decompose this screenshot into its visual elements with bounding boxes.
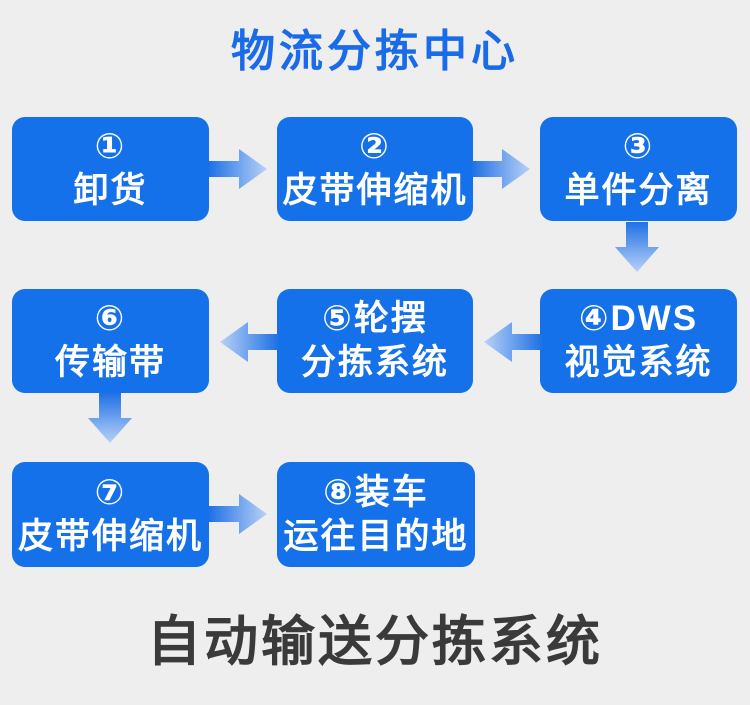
footer-title: 自动输送分拣系统 (147, 612, 603, 672)
flow-node-label: 运往目的地 (283, 516, 469, 556)
flow-node-label: 皮带伸缩机 (17, 516, 203, 556)
arrow-left-icon-step5-to-step6 (220, 322, 278, 362)
flow-node-conveyor-belt: ⑥ 传输带 (12, 289, 209, 393)
arrow-right-icon-step1-to-step2 (209, 149, 267, 189)
flow-node-wheel-sorter-system: ⑤轮摆 分拣系统 (277, 289, 473, 393)
flow-node-label: 传输带 (54, 343, 166, 382)
flow-node-step-number: ⑤轮摆 (322, 299, 428, 338)
arrow-right-icon-step7-to-step8 (209, 494, 267, 534)
flow-node-unloading: ① 卸货 (12, 117, 209, 221)
flow-node-step-number: ③ (622, 127, 655, 166)
flow-node-label: 卸货 (73, 171, 148, 210)
flow-node-singulation: ③ 单件分离 (540, 117, 737, 221)
page-title: 物流分拣中心 (231, 27, 519, 76)
flow-node-label: 皮带伸缩机 (282, 171, 468, 210)
flow-node-step-number: ① (94, 127, 127, 166)
arrow-down-icon-step6-to-step7 (88, 393, 132, 443)
flow-node-step-number: ⑧装车 (323, 472, 429, 512)
flow-node-step-number: ⑦ (94, 472, 127, 512)
flow-node-label: 分拣系统 (300, 343, 449, 382)
arrow-left-icon-step4-to-step5 (484, 322, 542, 362)
flow-node-loading-to-destination: ⑧装车 运往目的地 (277, 462, 475, 567)
flow-node-step-number: ② (359, 127, 391, 166)
flow-node-label: 单件分离 (564, 171, 713, 210)
flow-node-label: 视觉系统 (564, 343, 713, 382)
flow-node-telescopic-belt-conveyor-2: ⑦ 皮带伸缩机 (12, 462, 209, 567)
flow-node-telescopic-belt-conveyor: ② 皮带伸缩机 (277, 117, 473, 221)
flow-node-step-number: ④DWS (578, 299, 699, 338)
arrow-down-icon-step3-to-step4 (615, 222, 659, 272)
flow-node-step-number: ⑥ (94, 299, 127, 338)
arrow-right-icon-step2-to-step3 (472, 149, 530, 189)
flow-node-dws-vision-system: ④DWS 视觉系统 (540, 289, 737, 393)
